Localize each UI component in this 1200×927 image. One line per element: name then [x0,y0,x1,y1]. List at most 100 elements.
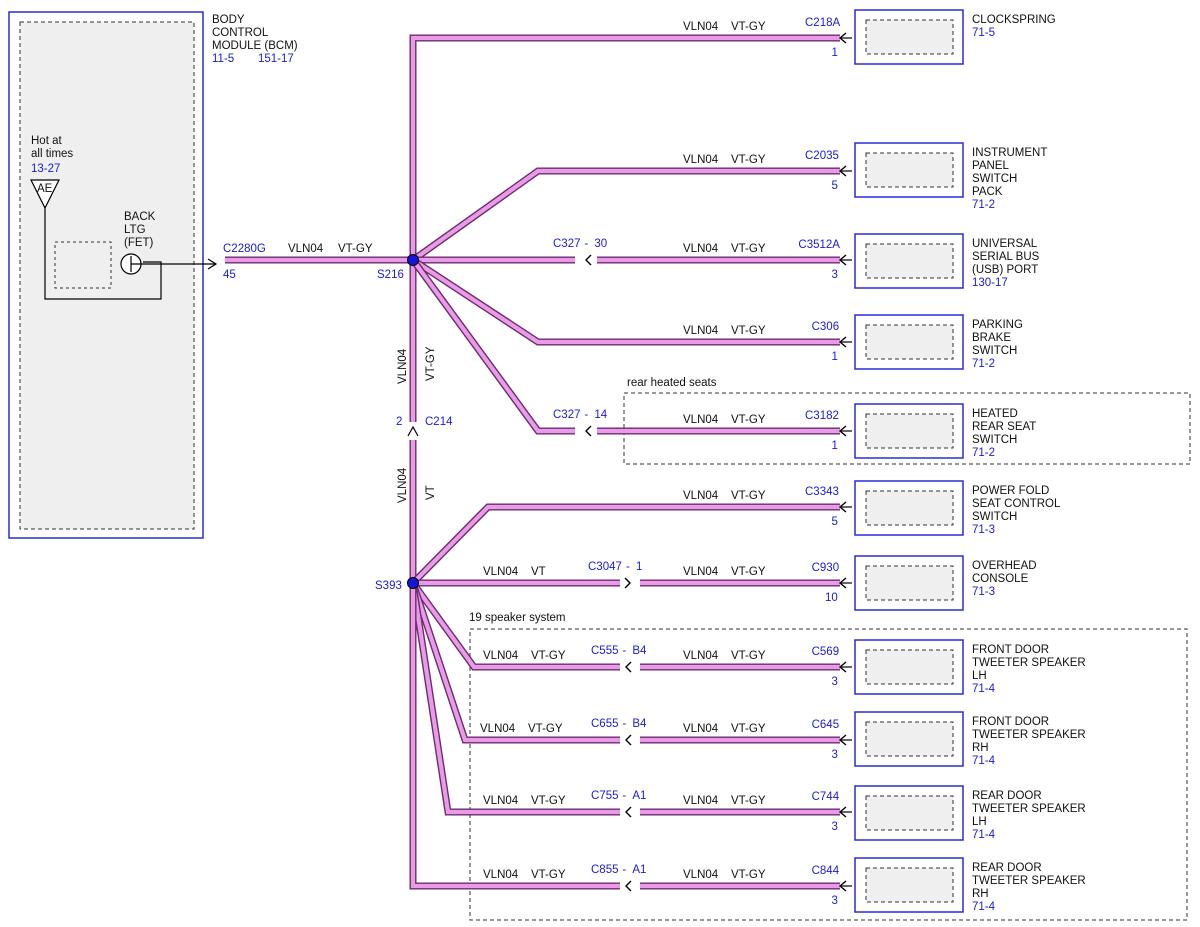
branch-circuit-2: VLN04 [683,243,719,255]
component-ref-4: 71-2 [972,447,995,459]
component-name-3-1: BRAKE [972,332,1011,344]
component-inner-4 [865,413,954,449]
wire-branch-0 [410,35,840,260]
fet-label-1: BACK [124,211,156,223]
branch-inline-pin-8: B4 [632,718,647,730]
wire-branch-3 [411,258,840,345]
component-name-7-0: FRONT DOOR [972,644,1049,656]
fuse-icon [30,179,60,210]
component-name-0-0: CLOCKSPRING [972,14,1056,26]
branch-inline-dash-2: - [584,238,588,250]
bcm-ref-1: 11-5 [212,53,234,65]
branch-color-2: VT-GY [731,243,766,255]
branch-connector-5: C3343 [805,486,839,498]
fet-label-2: LTG [124,224,146,236]
fet-label-3: (FET) [124,237,154,249]
component-name-10-2: RH [972,888,989,900]
component-name-7-1: TWEETER SPEAKER [972,657,1086,669]
branch-inline-dash-9: - [622,790,626,802]
c214-pin: 2 [396,416,402,428]
c214-connector-icon [407,425,419,437]
branch-pin-5: 5 [832,516,838,528]
branch-inline-connector-7: C555 [591,645,619,657]
speaker-system-box [469,628,1188,921]
bcm-pin: 45 [223,269,236,281]
vertical-upper-color: VT-GY [425,346,437,381]
branch-circuit-9: VLN04 [683,795,719,807]
branch-inline-connector-6: C3047 [588,561,622,573]
branch-circuit-5: VLN04 [683,490,719,502]
branch-pin-7: 3 [832,676,838,688]
inline-connector-icon-10 [625,880,632,892]
main-wire-color: VT-GY [338,243,373,255]
hot-ref: 13-27 [31,163,60,175]
bcm-ref-2: 151-17 [258,53,294,65]
group-speaker-system: 19 speaker system [469,612,566,624]
connector-arrow-icon-7 [838,661,847,673]
component-name-4-1: REAR SEAT [972,421,1036,433]
component-ref-8: 71-4 [972,755,996,767]
component-inner-9 [865,795,954,831]
vertical-lower-color: VT [425,485,437,500]
component-name-7-2: LH [972,670,987,682]
fuse-label: AE [37,183,53,195]
branch-connector-6: C930 [812,562,840,574]
bcm-title-1: BODY [212,14,245,26]
main-wire-circuit: VLN04 [288,243,324,255]
branch-color-5: VT-GY [731,490,766,502]
branch-pin-8: 3 [832,749,838,761]
branch-inline-connector-2: C327 [553,238,581,250]
component-inner-1 [865,152,954,188]
branch-color-1: VT-GY [731,154,766,166]
wire-branch-9 [410,582,620,815]
component-inner-0 [865,19,954,55]
wire-branch-8 [411,582,620,743]
c214-connector: C214 [425,416,453,428]
component-ref-2: 130-17 [972,277,1008,289]
branch-inline-connector-8: C655 [591,718,619,730]
inline-connector-icon-2 [585,254,592,266]
branch-connector-3: C306 [812,321,840,333]
component-name-2-2: (USB) PORT [972,264,1038,276]
branch-left-color-6: VT [531,566,546,578]
branch-pin-3: 1 [832,351,838,363]
component-name-1-0: INSTRUMENT [972,147,1047,159]
branch-pin-2: 3 [832,269,838,281]
branch-pin-10: 3 [832,895,838,907]
component-ref-0: 71-5 [972,27,995,39]
component-name-5-0: POWER FOLD [972,485,1049,497]
branch-color-8: VT-GY [731,723,766,735]
component-name-5-2: SWITCH [972,511,1017,523]
component-name-2-1: SERIAL BUS [972,251,1040,263]
branch-inline-pin-4: 14 [594,409,607,421]
component-ref-9: 71-4 [972,829,996,841]
inline-connector-icon-9 [625,806,632,818]
branch-inline-connector-9: C755 [591,790,619,802]
connector-arrow-icon-0 [838,32,847,44]
labels: BODY CONTROL MODULE (BCM) 11-5 151-17 Ho… [31,14,1086,913]
hot-label-2: all times [31,148,73,160]
component-name-3-2: SWITCH [972,345,1017,357]
branch-circuit-8: VLN04 [683,723,719,735]
branch-left-color-7: VT-GY [531,650,566,662]
bcm-module [8,11,218,539]
connector-arrow-icon-10 [838,880,847,892]
branch-color-3: VT-GY [731,325,766,337]
connector-arrow-icon-1 [838,165,847,177]
branch-circuit-0: VLN04 [683,21,719,33]
inline-connector-icon-4 [585,425,592,437]
branch-color-6: VT-GY [731,566,766,578]
wire-branch-10 [410,583,620,889]
component-name-1-2: SWITCH [972,173,1017,185]
wire-branch-5 [411,504,840,585]
branch-pin-6: 10 [825,592,838,604]
branch-color-9: VT-GY [731,795,766,807]
branch-left-circuit-10: VLN04 [483,869,519,881]
branch-inline-dash-4: - [584,409,588,421]
branch-left-circuit-7: VLN04 [483,650,519,662]
branch-circuit-3: VLN04 [683,325,719,337]
component-name-4-2: SWITCH [972,434,1017,446]
component-name-8-1: TWEETER SPEAKER [972,729,1086,741]
component-name-6-1: CONSOLE [972,573,1029,585]
branch-inline-dash-8: - [622,718,626,730]
